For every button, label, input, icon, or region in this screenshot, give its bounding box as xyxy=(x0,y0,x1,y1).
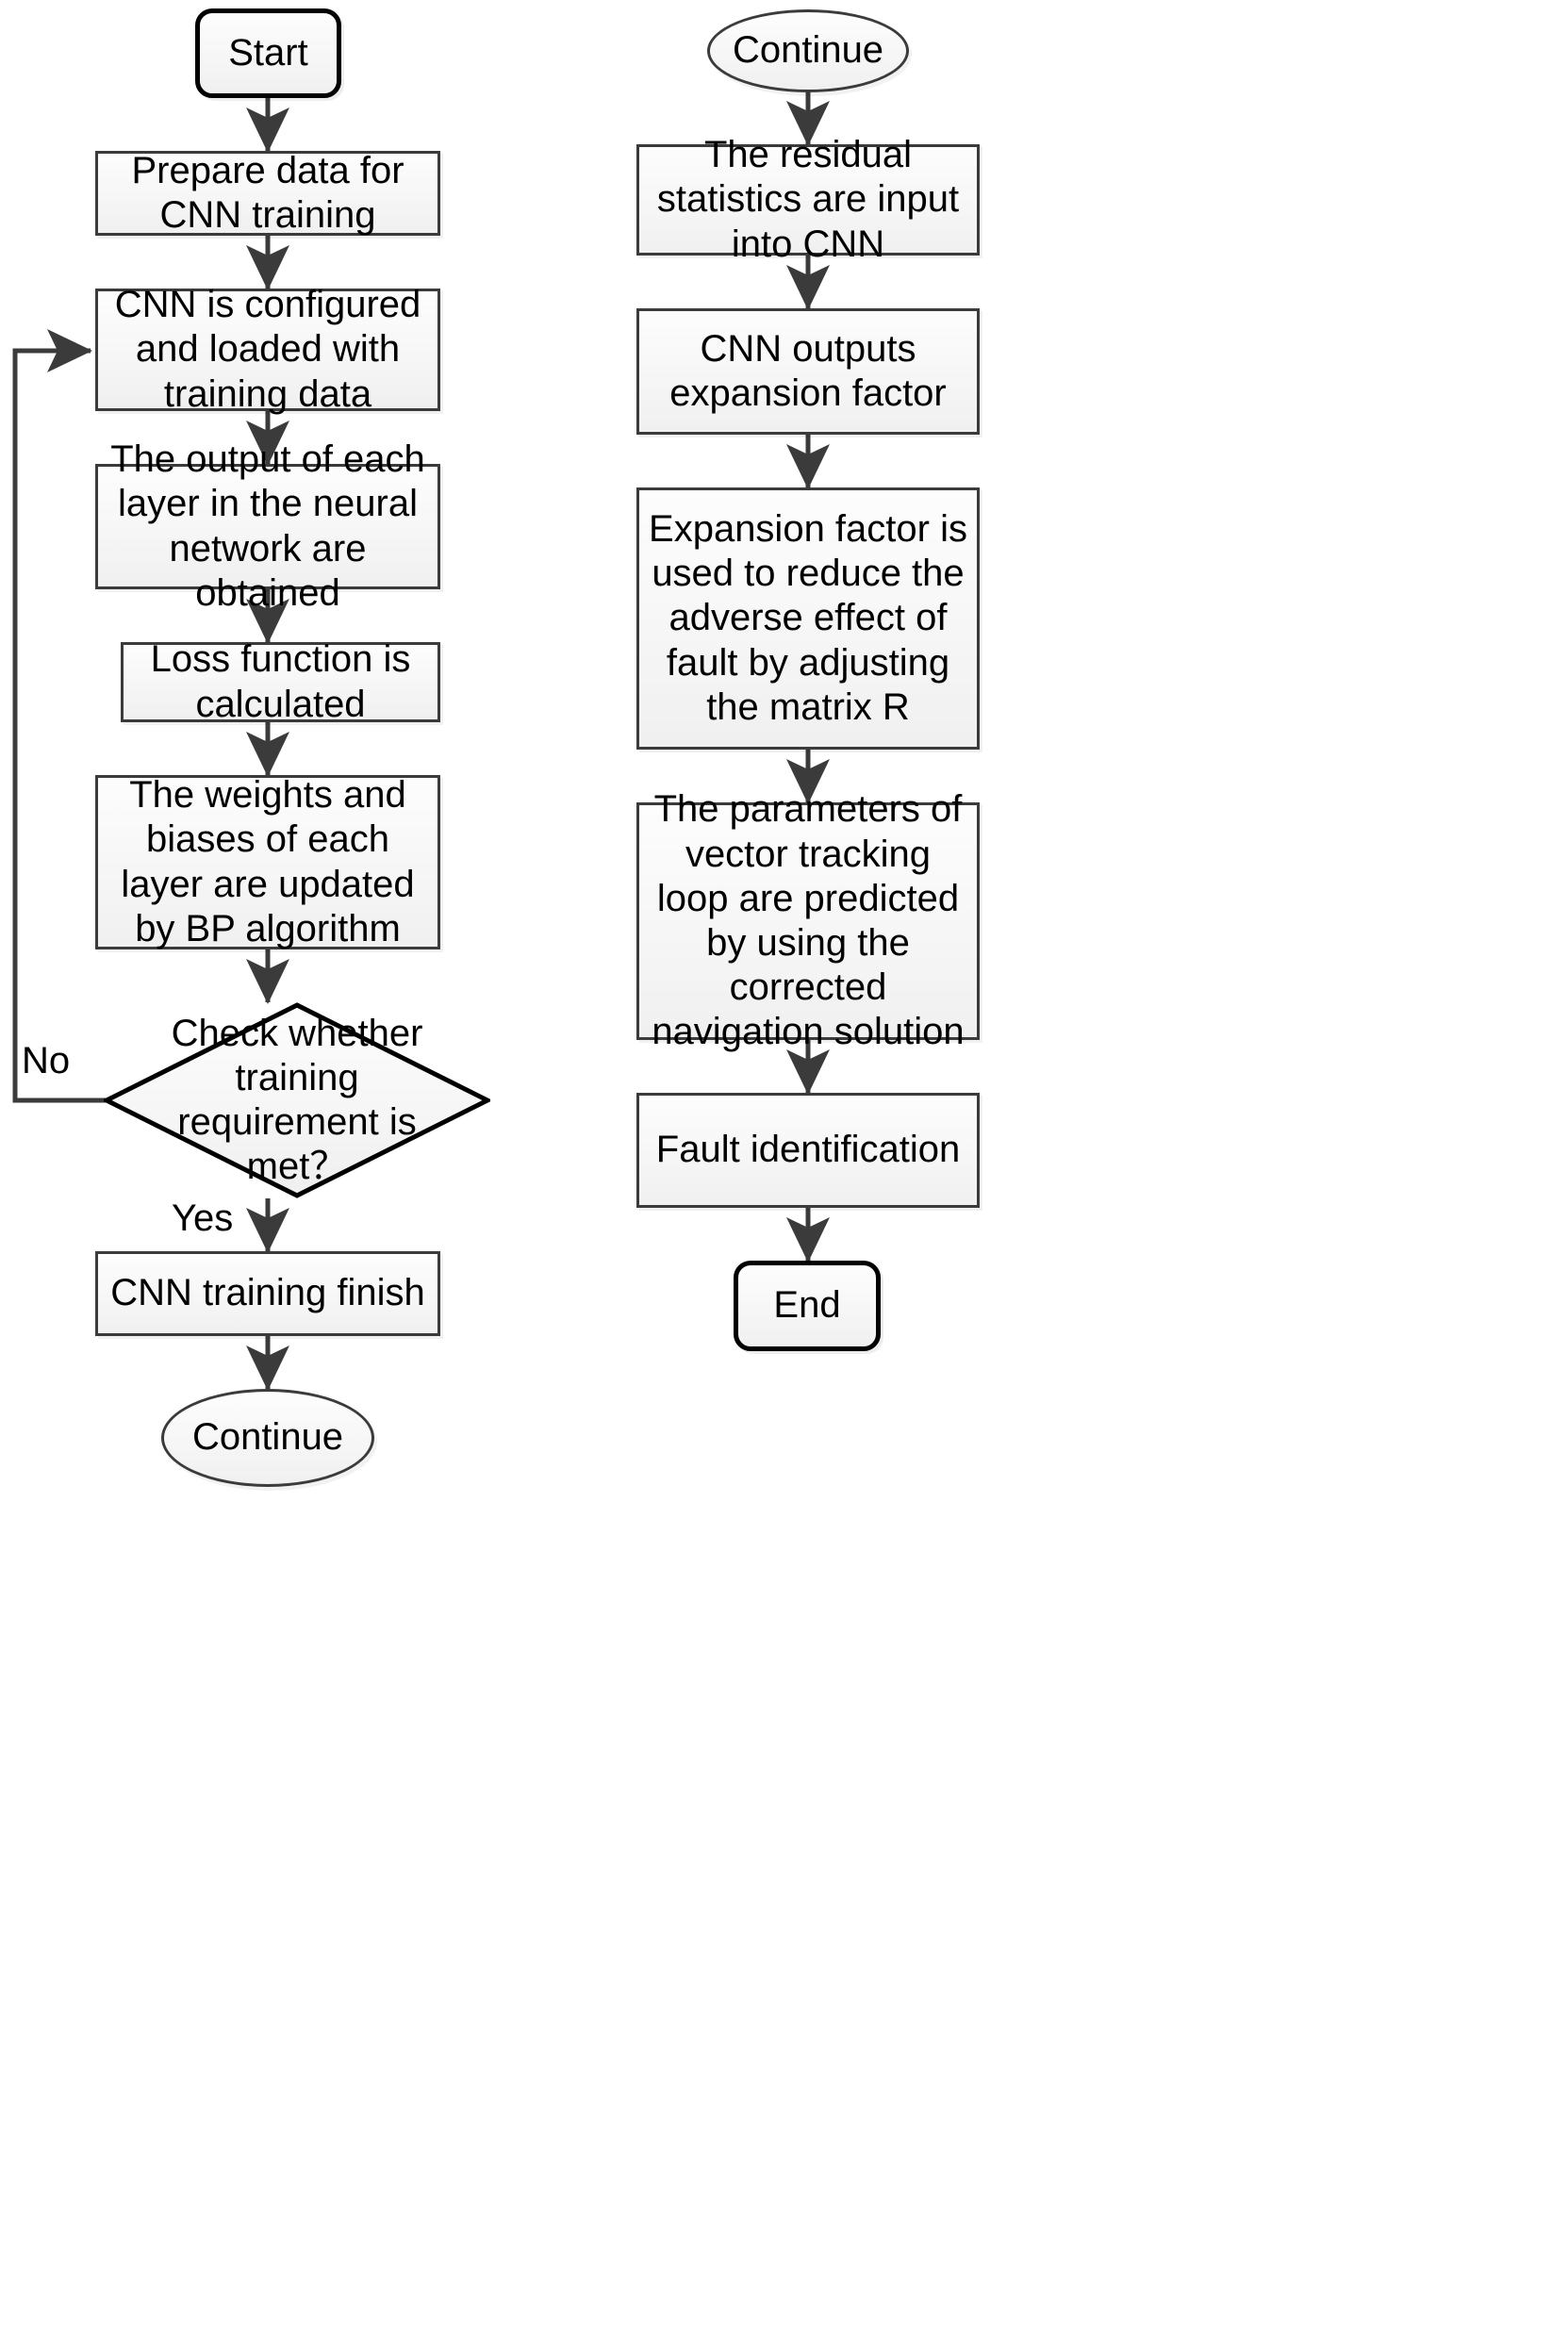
node-layer-output-label: The output of each layer in the neural n… xyxy=(110,438,425,614)
node-fault-identification-label: Fault identification xyxy=(655,1129,961,1171)
node-continue-left-label: Continue xyxy=(191,1416,344,1459)
node-expansion-factor-label: Expansion factor is used to reduce the a… xyxy=(649,508,967,728)
node-end[interactable]: End xyxy=(734,1261,881,1351)
node-training-finish-label: CNN training finish xyxy=(110,1272,425,1314)
node-prepare-data-label: Prepare data for CNN training xyxy=(131,149,404,236)
node-vector-tracking-label: The parameters of vector tracking loop a… xyxy=(652,788,965,1053)
node-loss-function-label: Loss function is calculated xyxy=(150,638,411,725)
node-configure-cnn-label: CNN is configured and loaded with traini… xyxy=(114,284,421,415)
edge-no-feedback-loop xyxy=(12,329,106,1103)
node-loss-function[interactable]: Loss function is calculated xyxy=(121,638,440,725)
node-training-decision-label: Check whether training requirement is me… xyxy=(171,1012,423,1188)
node-residual-input-label: The residual statistics are input into C… xyxy=(656,134,960,265)
node-fault-identification[interactable]: Fault identification xyxy=(636,1093,980,1208)
node-training-finish[interactable]: CNN training finish xyxy=(95,1251,440,1336)
node-continue-right-label: Continue xyxy=(732,29,884,72)
node-configure-cnn[interactable]: CNN is configured and loaded with traini… xyxy=(95,284,440,415)
edge-label-no: No xyxy=(22,1040,71,1081)
node-prepare-data[interactable]: Prepare data for CNN training xyxy=(95,149,440,236)
edge-label-yes: Yes xyxy=(172,1197,234,1239)
node-cnn-output[interactable]: CNN outputs expansion factor xyxy=(636,308,980,435)
node-cnn-output-label: CNN outputs expansion factor xyxy=(669,327,947,414)
node-end-label: End xyxy=(773,1284,841,1327)
node-update-weights[interactable]: The weights and biases of each layer are… xyxy=(95,774,440,949)
node-expansion-factor[interactable]: Expansion factor is used to reduce the a… xyxy=(636,487,980,750)
node-start-label: Start xyxy=(228,31,308,74)
node-start[interactable]: Start xyxy=(195,8,341,98)
diamond-shape xyxy=(104,1002,490,1198)
node-layer-output[interactable]: The output of each layer in the neural n… xyxy=(95,438,440,614)
node-continue-left[interactable]: Continue xyxy=(161,1389,374,1487)
node-update-weights-label: The weights and biases of each layer are… xyxy=(121,774,415,949)
node-training-decision[interactable]: Check whether training requirement is me… xyxy=(104,1002,490,1198)
node-vector-tracking[interactable]: The parameters of vector tracking loop a… xyxy=(636,788,980,1052)
node-continue-right[interactable]: Continue xyxy=(707,9,909,92)
node-residual-input[interactable]: The residual statistics are input into C… xyxy=(636,134,980,265)
